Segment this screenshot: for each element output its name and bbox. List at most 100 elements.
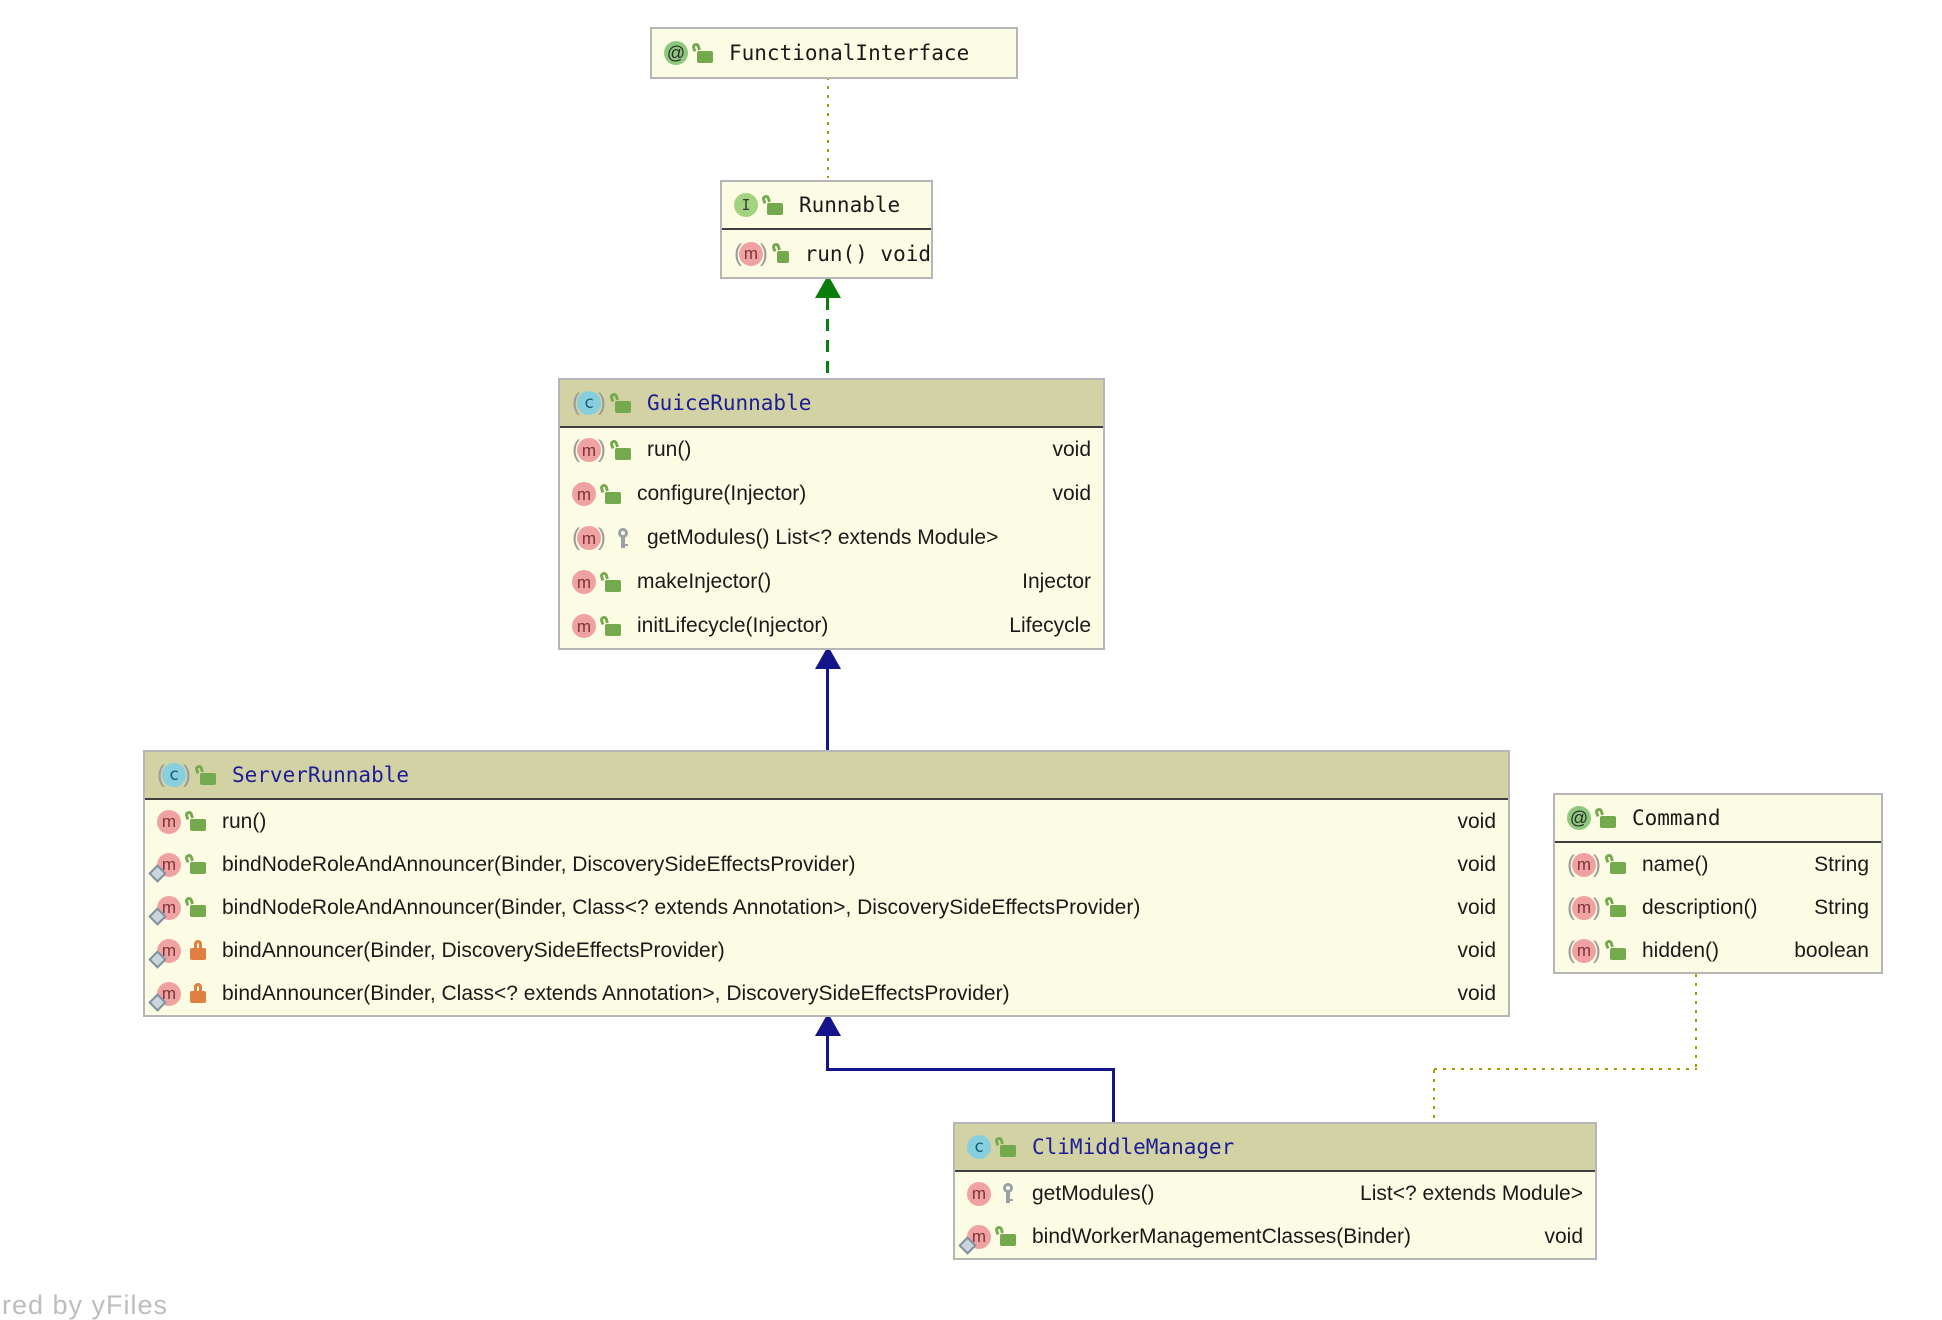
node-header[interactable]: ServerRunnable <box>145 752 1508 800</box>
abstract-method-icon <box>734 240 768 268</box>
method-return-type: Lifecycle <box>1009 614 1091 637</box>
method-icon <box>572 570 596 594</box>
edge-annotation-climiddlemanager-command <box>1695 974 1697 1069</box>
method-return-type: void <box>1457 809 1496 833</box>
public-lock-icon <box>605 579 621 592</box>
node-header[interactable]: CliMiddleManager <box>955 1124 1595 1172</box>
extends-arrowhead-icon <box>815 646 841 669</box>
method-label: bindWorkerManagementClasses(Binder) <box>1032 1224 1411 1248</box>
method-return-type: void <box>1052 482 1091 505</box>
private-lock-icon <box>190 983 206 1003</box>
public-lock-icon <box>1610 905 1626 917</box>
method-label: run() <box>647 438 692 461</box>
public-lock-icon <box>615 447 631 460</box>
method-icon <box>967 1181 991 1206</box>
method-row[interactable]: run() void <box>145 800 1508 843</box>
method-row[interactable]: getModules() List<? extends Module> <box>560 516 1103 560</box>
method-icon <box>572 482 596 506</box>
public-lock-icon <box>200 772 216 785</box>
method-row[interactable]: run() void <box>722 230 931 277</box>
edge-extends-climiddlemanager-serverrunnable <box>1112 1068 1115 1122</box>
method-row[interactable]: run() void <box>560 428 1103 472</box>
method-label: getModules() List<? extends Module> <box>647 526 999 549</box>
abstract-method-icon <box>572 524 606 552</box>
method-label: initLifecycle(Injector) <box>637 614 829 637</box>
class-node-command[interactable]: Command name() String description() Stri… <box>1553 793 1883 974</box>
method-return-type: void <box>1457 981 1496 1005</box>
public-lock-icon <box>1000 1234 1016 1246</box>
method-row[interactable]: configure(Injector) void <box>560 472 1103 516</box>
edge-extends-climiddlemanager-serverrunnable <box>826 1035 829 1071</box>
method-return-type: Injector <box>1022 570 1091 593</box>
public-lock-icon <box>767 202 783 215</box>
node-title: ServerRunnable <box>232 763 410 787</box>
public-lock-icon <box>1610 948 1626 960</box>
method-icon <box>572 614 596 638</box>
method-row[interactable]: bindAnnouncer(Binder, Class<? extends An… <box>145 972 1508 1015</box>
method-row[interactable]: bindWorkerManagementClasses(Binder) void <box>955 1215 1595 1258</box>
class-node-runnable[interactable]: Runnable run() void <box>720 180 933 279</box>
method-label: bindAnnouncer(Binder, Class<? extends An… <box>222 981 1010 1005</box>
class-node-functionalinterface[interactable]: FunctionalInterface <box>650 27 1018 79</box>
annotation-icon <box>1567 806 1591 830</box>
class-node-climiddlemanager[interactable]: CliMiddleManager getModules() List<? ext… <box>953 1122 1597 1260</box>
node-header[interactable]: Command <box>1555 795 1881 843</box>
abstract-method-icon <box>1567 851 1601 879</box>
annotation-icon <box>664 41 688 65</box>
class-node-serverrunnable[interactable]: ServerRunnable run() void bindNodeRoleAn… <box>143 750 1510 1017</box>
method-label: hidden() <box>1642 938 1720 962</box>
node-title: Runnable <box>799 193 901 217</box>
method-row[interactable]: bindNodeRoleAndAnnouncer(Binder, Discove… <box>145 843 1508 886</box>
method-label: configure(Injector) <box>637 482 807 505</box>
method-return-type: void <box>1052 438 1091 461</box>
method-label: makeInjector() <box>637 570 772 593</box>
node-title: CliMiddleManager <box>1032 1135 1235 1159</box>
method-label: name() <box>1642 852 1709 876</box>
method-row[interactable]: hidden() boolean <box>1555 929 1881 972</box>
method-row[interactable]: makeInjector() Injector <box>560 560 1103 604</box>
abstract-method-icon <box>1567 937 1601 965</box>
abstract-method-icon <box>572 436 606 464</box>
method-label: bindNodeRoleAndAnnouncer(Binder, Discove… <box>222 852 856 876</box>
public-lock-icon <box>605 491 621 504</box>
public-lock-icon <box>777 251 789 263</box>
public-lock-icon <box>190 819 206 831</box>
edge-annotation-runnable-functionalinterface <box>827 77 829 178</box>
method-row[interactable]: bindNodeRoleAndAnnouncer(Binder, Class<?… <box>145 886 1508 929</box>
public-lock-icon <box>190 905 206 917</box>
abstract-method-icon <box>1567 894 1601 922</box>
method-label: description() <box>1642 895 1758 919</box>
method-return-type: List<? extends Module> <box>1360 1181 1583 1205</box>
method-row[interactable]: name() String <box>1555 843 1881 886</box>
static-method-icon <box>148 938 181 969</box>
method-return-type: String <box>1814 895 1869 919</box>
node-title: FunctionalInterface <box>729 41 970 65</box>
static-method-icon <box>148 852 181 883</box>
class-node-guicerunnable[interactable]: GuiceRunnable run() void configure(Injec… <box>558 378 1105 650</box>
private-lock-icon <box>190 940 206 960</box>
method-label: bindAnnouncer(Binder, DiscoverySideEffec… <box>222 938 725 962</box>
public-lock-icon <box>605 623 621 636</box>
method-row[interactable]: bindAnnouncer(Binder, DiscoverySideEffec… <box>145 929 1508 972</box>
method-row[interactable]: getModules() List<? extends Module> <box>955 1172 1595 1215</box>
node-header[interactable]: Runnable <box>722 182 931 230</box>
method-return-type: void <box>1457 852 1496 876</box>
method-return-type: void <box>1457 895 1496 919</box>
method-label: getModules() <box>1032 1181 1155 1205</box>
method-row[interactable]: initLifecycle(Injector) Lifecycle <box>560 604 1103 648</box>
yfiles-watermark: red by yFiles <box>2 1290 169 1320</box>
method-return-type: void <box>1544 1224 1583 1248</box>
implements-arrowhead-icon <box>815 275 841 298</box>
static-method-icon <box>148 895 181 926</box>
node-title: Command <box>1632 806 1721 830</box>
abstract-class-icon <box>572 389 606 417</box>
method-row[interactable]: description() String <box>1555 886 1881 929</box>
public-lock-icon <box>1000 1144 1016 1157</box>
edge-annotation-climiddlemanager-command <box>1434 1068 1697 1070</box>
method-icon <box>157 809 181 834</box>
node-header[interactable]: FunctionalInterface <box>652 29 1016 77</box>
method-return-type: void <box>1457 938 1496 962</box>
public-lock-icon <box>1600 815 1616 828</box>
edge-annotation-climiddlemanager-command <box>1433 1070 1435 1122</box>
node-header[interactable]: GuiceRunnable <box>560 380 1103 428</box>
